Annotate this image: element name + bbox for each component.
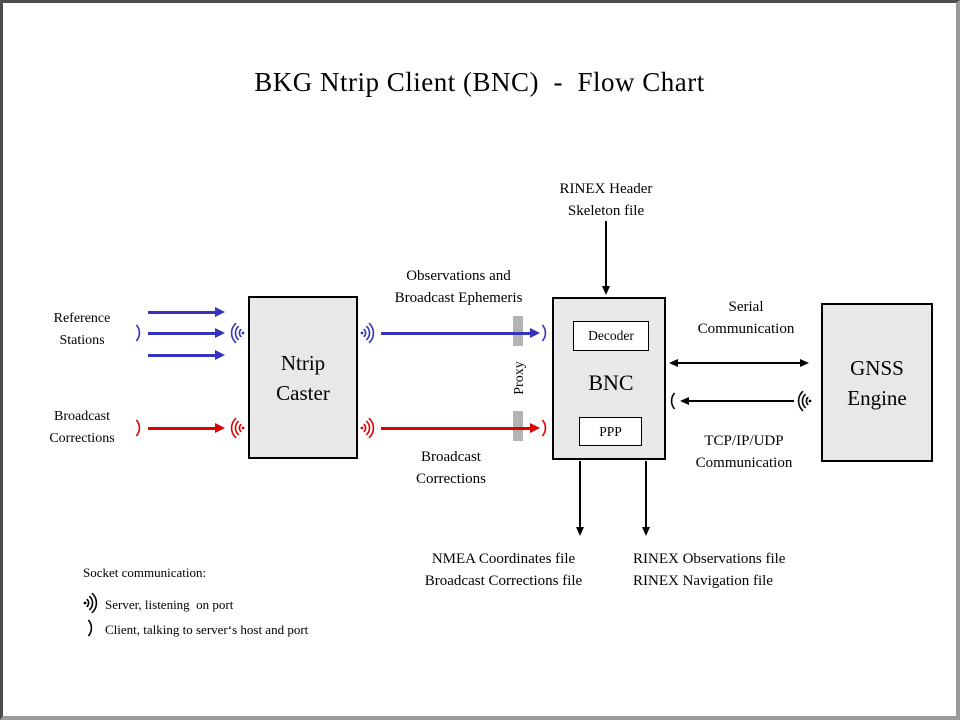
socket-client-icon-ref bbox=[136, 324, 141, 342]
arrow-corr-in-head bbox=[215, 423, 225, 433]
reference-stations-label: Reference Stations bbox=[22, 308, 142, 352]
arrow-serial-line bbox=[678, 362, 800, 364]
arrow-rinex-out-head bbox=[641, 527, 650, 536]
arrow-nmea-out-head bbox=[575, 527, 584, 536]
broadcast-corrections-input-line1: Broadcast bbox=[54, 409, 110, 424]
reference-stations-line1: Reference bbox=[53, 311, 111, 326]
arrow-corr-in-line bbox=[148, 426, 215, 430]
decoder-box: Decoder bbox=[573, 321, 649, 351]
arrow-nmea-out-line bbox=[579, 461, 581, 528]
ntrip-caster-label: Ntrip Caster bbox=[276, 348, 330, 408]
serial-communication-label: Serial Communication bbox=[666, 297, 826, 340]
reference-stations-line2: Stations bbox=[59, 333, 105, 348]
arrow-tcp-head bbox=[680, 397, 689, 405]
serial-communication-line2: Communication bbox=[697, 320, 795, 337]
arrow-rinex-header-head bbox=[601, 286, 610, 295]
tcp-communication-line2: Communication bbox=[695, 454, 793, 471]
arrow-ref3-line bbox=[148, 353, 215, 357]
ntrip-caster-box: Ntrip Caster bbox=[248, 296, 358, 459]
observations-ephemeris-label: Observations and Broadcast Ephemeris bbox=[356, 266, 561, 309]
rinex-outputs-line2: RINEX Navigation file bbox=[633, 572, 773, 589]
legend-client-item: Client, talking to server‘s host and por… bbox=[105, 622, 309, 637]
arrow-corr-stream-line bbox=[381, 426, 530, 430]
gnss-engine-label: GNSS Engine bbox=[847, 353, 906, 413]
nmea-outputs-line2: Broadcast Corrections file bbox=[424, 572, 583, 589]
socket-server-icon-caster-obs-out bbox=[360, 322, 375, 344]
arrow-corr-stream-head bbox=[530, 423, 540, 433]
socket-client-icon-corr bbox=[136, 419, 141, 437]
arrow-serial-head-left bbox=[669, 359, 678, 367]
gnss-engine-label-line2: Engine bbox=[847, 385, 907, 410]
tcp-communication-label: TCP/IP/UDP Communication bbox=[664, 431, 824, 474]
socket-client-icon-bnc-tcp bbox=[670, 392, 675, 410]
legend-heading: Socket communication: bbox=[83, 565, 207, 580]
broadcast-corrections-input-label: Broadcast Corrections bbox=[22, 406, 142, 450]
legend-socket-server-icon bbox=[83, 592, 98, 614]
broadcast-corrections-input-line2: Corrections bbox=[49, 431, 115, 446]
arrow-ref1-line bbox=[148, 310, 215, 314]
ntrip-caster-label-line2: Caster bbox=[276, 380, 330, 405]
arrow-serial-head-right bbox=[800, 359, 809, 367]
nmea-outputs-label: NMEA Coordinates file Broadcast Correcti… bbox=[401, 549, 606, 592]
nmea-outputs-line1: NMEA Coordinates file bbox=[431, 551, 576, 567]
observations-ephemeris-line2: Broadcast Ephemeris bbox=[394, 289, 523, 306]
observations-ephemeris-line1: Observations and bbox=[406, 268, 511, 284]
arrow-ref2-line bbox=[148, 331, 215, 335]
serial-communication-line1: Serial bbox=[728, 299, 764, 315]
bnc-box: Decoder BNC PPP bbox=[552, 297, 666, 460]
bnc-label: BNC bbox=[588, 370, 634, 395]
rinex-header-skeleton-label: RINEX Header Skeleton file bbox=[526, 179, 686, 222]
arrow-ref2-head bbox=[215, 328, 225, 338]
socket-client-icon-bnc-obs bbox=[542, 324, 547, 342]
legend-server-item: Server, listening on port bbox=[105, 597, 234, 612]
arrow-tcp-line bbox=[689, 400, 794, 402]
rinex-header-line2: Skeleton file bbox=[567, 202, 645, 219]
socket-server-icon-caster-obs-in bbox=[230, 322, 245, 344]
page-title: BKG Ntrip Client (BNC) - Flow Chart bbox=[254, 67, 705, 97]
rinex-outputs-label: RINEX Observations file RINEX Navigation… bbox=[633, 549, 843, 592]
arrow-obs-stream-head bbox=[530, 328, 540, 338]
ppp-label: PPP bbox=[599, 423, 622, 439]
decoder-label: Decoder bbox=[588, 328, 634, 343]
rinex-header-line1: RINEX Header bbox=[559, 181, 653, 197]
broadcast-corrections-stream-label: Broadcast Corrections bbox=[351, 447, 551, 490]
proxy-bar-top bbox=[513, 316, 523, 346]
arrow-rinex-out-line bbox=[645, 461, 647, 528]
rinex-outputs-line1: RINEX Observations file bbox=[633, 551, 786, 567]
ppp-box: PPP bbox=[579, 417, 642, 446]
proxy-bar-bottom bbox=[513, 411, 523, 441]
ntrip-caster-label-line1: Ntrip bbox=[280, 350, 326, 375]
gnss-engine-label-line1: GNSS bbox=[850, 355, 904, 380]
socket-server-icon-gnss bbox=[797, 390, 812, 412]
arrow-obs-stream-line bbox=[381, 331, 530, 335]
socket-client-icon-bnc-corr bbox=[542, 419, 547, 437]
arrow-rinex-header-line bbox=[605, 221, 607, 287]
gnss-engine-box: GNSS Engine bbox=[821, 303, 933, 462]
tcp-communication-line1: TCP/IP/UDP bbox=[704, 433, 784, 449]
socket-server-icon-caster-corr-out bbox=[360, 417, 375, 439]
legend-socket-client-icon bbox=[88, 619, 93, 637]
broadcast-corrections-stream-line1: Broadcast bbox=[421, 449, 481, 465]
socket-server-icon-caster-corr-in bbox=[230, 417, 245, 439]
arrow-ref1-head bbox=[215, 307, 225, 317]
proxy-label: Proxy bbox=[512, 361, 527, 395]
arrow-ref3-head bbox=[215, 350, 225, 360]
broadcast-corrections-stream-line2: Corrections bbox=[416, 470, 486, 487]
